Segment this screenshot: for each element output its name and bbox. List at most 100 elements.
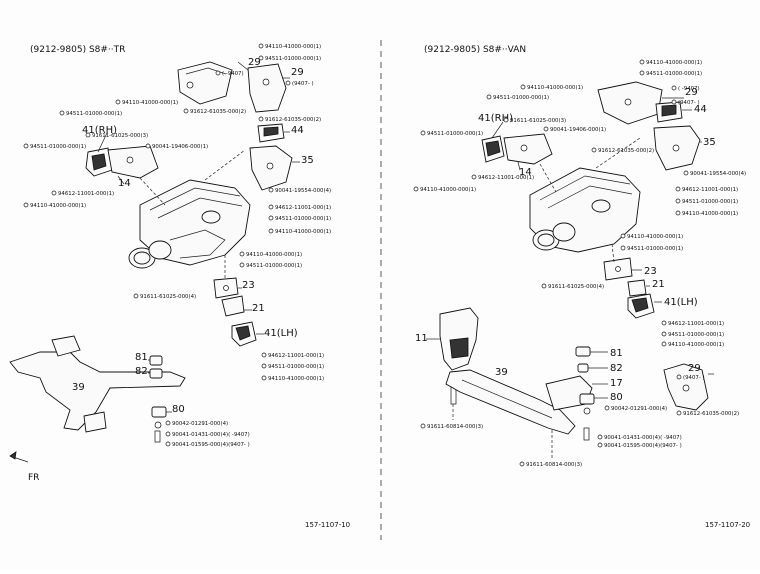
right-part-number-25: 90041-01431-000(4)( -9407) <box>604 435 682 441</box>
left-fastener-icon-20 <box>261 352 267 358</box>
right-fastener-icon-0 <box>639 59 645 65</box>
right-fastener-icon-11 <box>413 186 419 192</box>
left-callout-7: 21 <box>252 303 265 314</box>
right-fastener-icon-14 <box>675 198 681 204</box>
crossmember-39-tr <box>9 351 186 431</box>
right-fastener-icon-5 <box>486 94 492 100</box>
left-fastener-icon-25 <box>165 441 171 447</box>
right-fastener-icon-22 <box>676 374 682 380</box>
left-header: (9212-9805) S8#··TR <box>30 45 125 55</box>
bracket-29-tr-b <box>247 63 287 113</box>
stopper-80-van <box>579 393 595 405</box>
left-fastener-icon-24 <box>165 431 171 437</box>
right-callout-4: 14 <box>519 167 532 178</box>
right-fastener-icon-24 <box>604 405 610 411</box>
right-part-number-8: 94511-01000-000(1) <box>427 131 483 137</box>
left-part-number-12: 94110-41000-000(1) <box>30 203 86 209</box>
right-callout-14: 29 <box>688 363 701 374</box>
right-part-number-5: 94511-01000-000(1) <box>493 95 549 101</box>
left-part-number-9: 90041-19406-000(1) <box>152 144 208 150</box>
left-part-number-18: 94511-01000-000(1) <box>246 263 302 269</box>
left-drawing: FR <box>9 61 300 483</box>
left-fastener-icon-7 <box>59 110 65 116</box>
left-fastener-icon-2 <box>215 70 221 76</box>
right-footer: 157-1107-20 <box>705 521 750 529</box>
right-fastener-icon-25 <box>597 434 603 440</box>
right-fastener-icon-9 <box>591 147 597 153</box>
right-part-number-22: (9407- ) <box>683 375 705 381</box>
stopper-80-tr <box>151 406 167 418</box>
left-part-number-7: 94511-01000-000(1) <box>66 111 122 117</box>
right-fastener-icon-7 <box>543 126 549 132</box>
left-part-number-22: 94110-41000-000(1) <box>268 376 324 382</box>
right-fastener-icon-6 <box>503 117 509 123</box>
left-callout-8: 41(LH) <box>264 328 298 339</box>
left-part-number-21: 94511-01000-000(1) <box>268 364 324 370</box>
bracket-29-tr-a <box>177 61 233 105</box>
left-part-number-24: 90041-01431-000(4)( -9407) <box>172 432 250 438</box>
engine-block-left <box>128 179 251 269</box>
left-callout-3: 35 <box>301 155 314 166</box>
right-callout-1: 44 <box>694 104 707 115</box>
right-fastener-icon-8 <box>420 130 426 136</box>
right-fastener-icon-23 <box>676 410 682 416</box>
left-fastener-icon-17 <box>239 251 245 257</box>
left-part-number-20: 94612-11001-000(1) <box>268 353 324 359</box>
left-fastener-icon-3 <box>285 80 291 86</box>
left-part-number-4: 91612-61035-000(2) <box>190 109 246 115</box>
left-callout-4: 41(RH) <box>82 125 117 136</box>
right-part-number-24: 90042-01291-000(4) <box>611 406 667 412</box>
left-fastener-icon-6 <box>115 99 121 105</box>
left-part-number-2: ( -9407) <box>222 71 244 77</box>
right-part-number-16: 94110-41000-000(1) <box>627 234 683 240</box>
left-fastener-icon-1 <box>258 55 264 61</box>
right-callout-13: 80 <box>610 392 623 403</box>
right-header: (9212-9805) S8#··VAN <box>424 45 526 55</box>
left-part-number-11: 94612-11001-000(1) <box>58 191 114 197</box>
right-part-number-15: 94110-41000-000(1) <box>682 211 738 217</box>
left-part-number-15: 94511-01000-000(1) <box>275 216 331 222</box>
left-part-number-10: 94511-01000-000(1) <box>30 144 86 150</box>
right-fastener-icon-4 <box>520 84 526 90</box>
right-fastener-icon-21 <box>661 341 667 347</box>
left-part-number-0: 94110-41000-000(1) <box>265 44 321 50</box>
stopper-82-tr <box>149 368 163 379</box>
left-part-number-19: 91611-61025-000(4) <box>140 294 196 300</box>
bracket-14-tr <box>107 145 159 179</box>
right-callout-12: 17 <box>610 378 623 389</box>
left-callout-12: 80 <box>172 404 185 415</box>
right-part-number-9: 91612-61035-000(2) <box>598 148 654 154</box>
right-part-number-14: 94511-01000-000(1) <box>682 199 738 205</box>
right-part-number-6: 91611-61025-000(3) <box>510 118 566 124</box>
left-fastener-icon-5 <box>258 116 264 122</box>
right-part-number-2: ( -9407) <box>678 86 700 92</box>
left-fastener-icon-8 <box>85 132 91 138</box>
left-fastener-icon-21 <box>261 363 267 369</box>
right-part-number-11: 94110-41000-000(1) <box>420 187 476 193</box>
right-part-number-28: 91611-60814-000(3) <box>526 462 582 468</box>
left-callout-2: 44 <box>291 125 304 136</box>
right-callout-6: 21 <box>652 279 665 290</box>
left-callout-5: 14 <box>118 178 131 189</box>
left-fastener-icon-12 <box>23 202 29 208</box>
bracket-17-van <box>545 375 593 411</box>
left-fastener-icon-18 <box>239 262 245 268</box>
right-part-number-13: 94612-11001-000(1) <box>682 187 738 193</box>
left-callout-9: 81 <box>135 352 148 363</box>
right-fastener-icon-12 <box>683 170 689 176</box>
left-fastener-icon-19 <box>133 293 139 299</box>
right-part-number-23: 91612-61035-000(2) <box>683 411 739 417</box>
right-callout-8: 11 <box>415 333 428 344</box>
right-part-number-17: 94511-01000-000(1) <box>627 246 683 252</box>
left-callout-11: 39 <box>72 382 85 393</box>
right-labels: 29443541(RH)14232141(LH)1181823917802994… <box>413 59 746 468</box>
left-fastener-icon-0 <box>258 43 264 49</box>
left-fastener-icon-10 <box>23 143 29 149</box>
right-callout-7: 41(LH) <box>664 297 698 308</box>
right-part-number-19: 94612-11001-000(1) <box>668 321 724 327</box>
bracket-21-tr <box>221 295 245 317</box>
right-part-number-10: 94612-11001-000(1) <box>478 175 534 181</box>
stopper-81-tr <box>149 355 163 366</box>
right-part-number-12: 90041-19554-000(4) <box>690 171 746 177</box>
